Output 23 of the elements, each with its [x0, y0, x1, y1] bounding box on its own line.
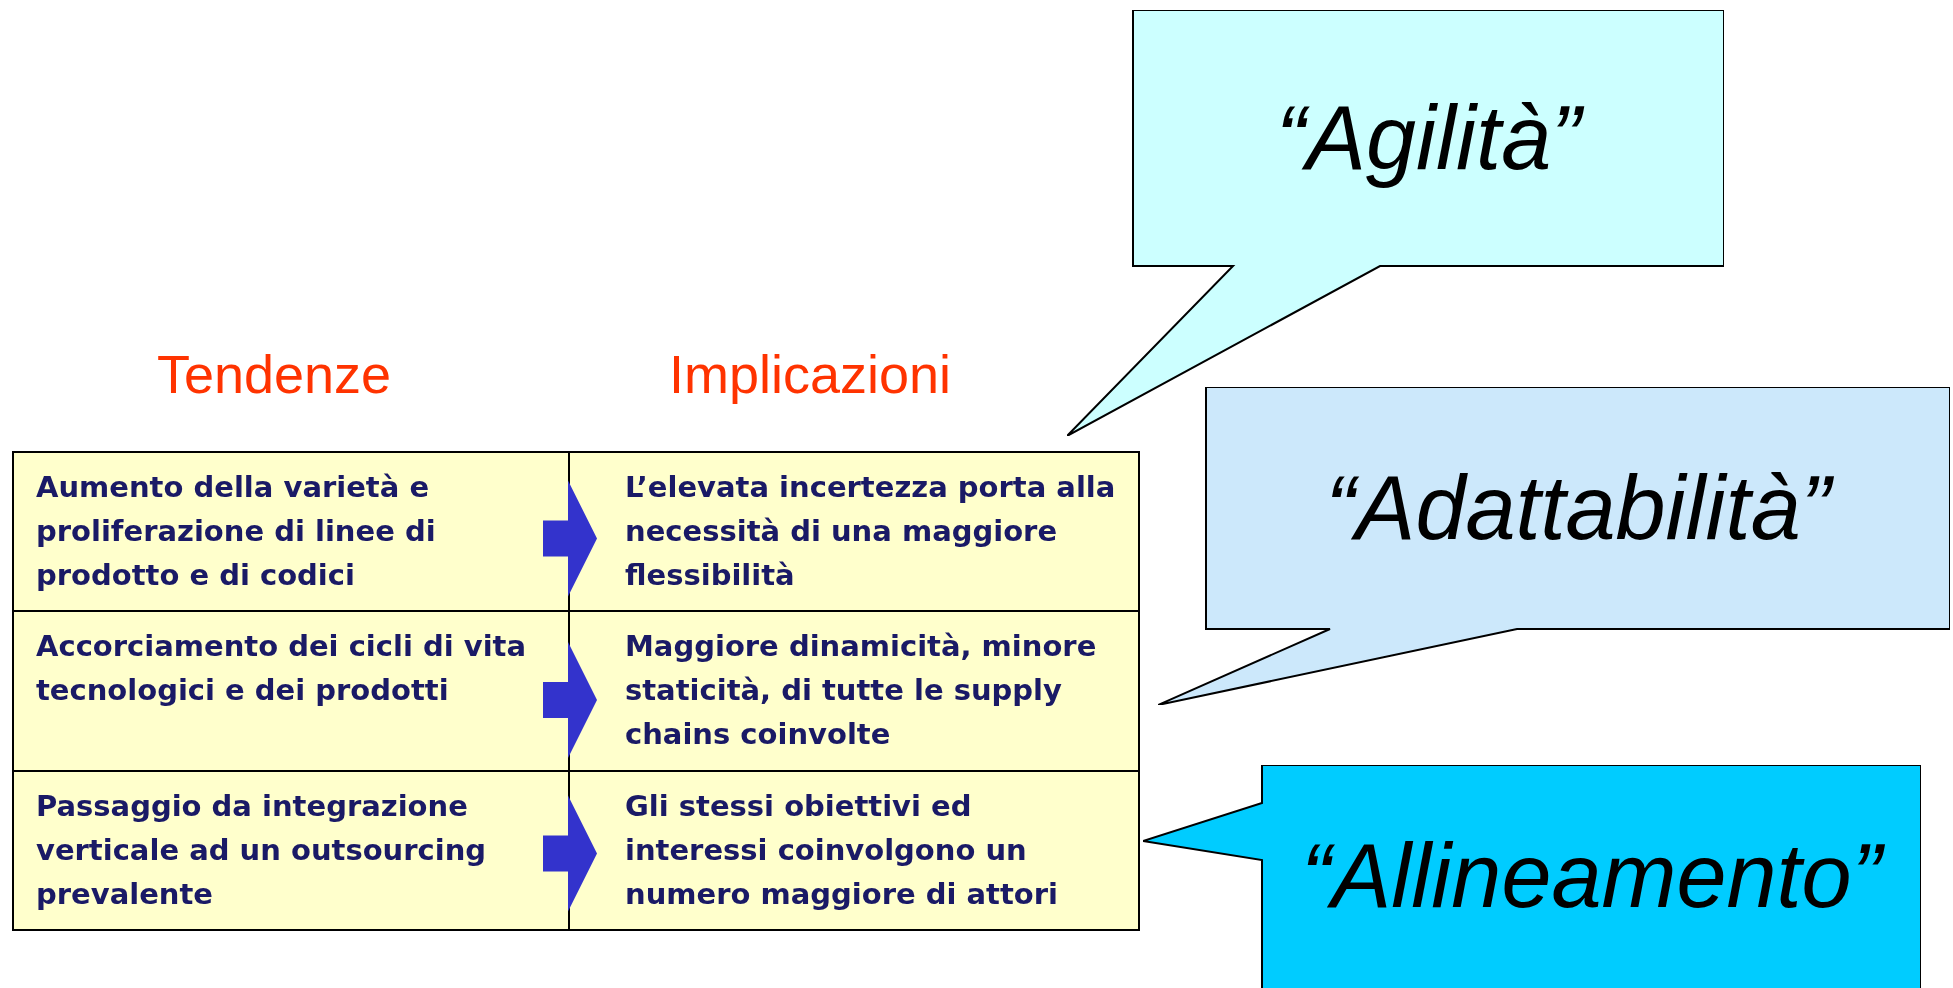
speech-bubble — [1143, 765, 1921, 988]
block-arrow — [543, 795, 597, 912]
cell-text: Aumento della varietà e proliferazione di linee di prodotto e di codici — [36, 469, 437, 594]
cell-text: Maggiore dinamicità, minore staticità, di tutte le supply chains coinvolte — [625, 628, 1098, 753]
implication-cell — [568, 610, 1140, 772]
block-arrow — [543, 642, 597, 758]
column-header: Tendenze — [156, 343, 392, 405]
cell-text: L’elevata incertezza porta alla necessità di una maggiore flessibilità — [625, 469, 1116, 594]
trend-cell — [12, 610, 570, 772]
implication-cell — [568, 770, 1140, 931]
bubble-text: “Adattabilità” — [1206, 387, 1950, 629]
cell-text: Accorciamento dei cicli di vita tecnologici e dei prodotti — [36, 628, 527, 709]
speech-bubble — [1158, 387, 1950, 705]
cell-text: Gli stessi obiettivi ed interessi coinvolgono un numero maggiore di attori — [625, 788, 1059, 913]
speech-bubble — [1067, 10, 1724, 436]
column-header: Implicazioni — [668, 343, 952, 405]
bubble-text: “Allineamento” — [1262, 765, 1921, 988]
block-arrow — [543, 480, 597, 597]
cell-text: Passaggio da integrazione verticale ad un outsourcing prevalente — [36, 788, 488, 913]
trend-cell — [12, 451, 570, 612]
implication-cell — [568, 451, 1140, 612]
bubble-text: “Agilità” — [1133, 10, 1724, 266]
trend-cell — [12, 770, 570, 931]
